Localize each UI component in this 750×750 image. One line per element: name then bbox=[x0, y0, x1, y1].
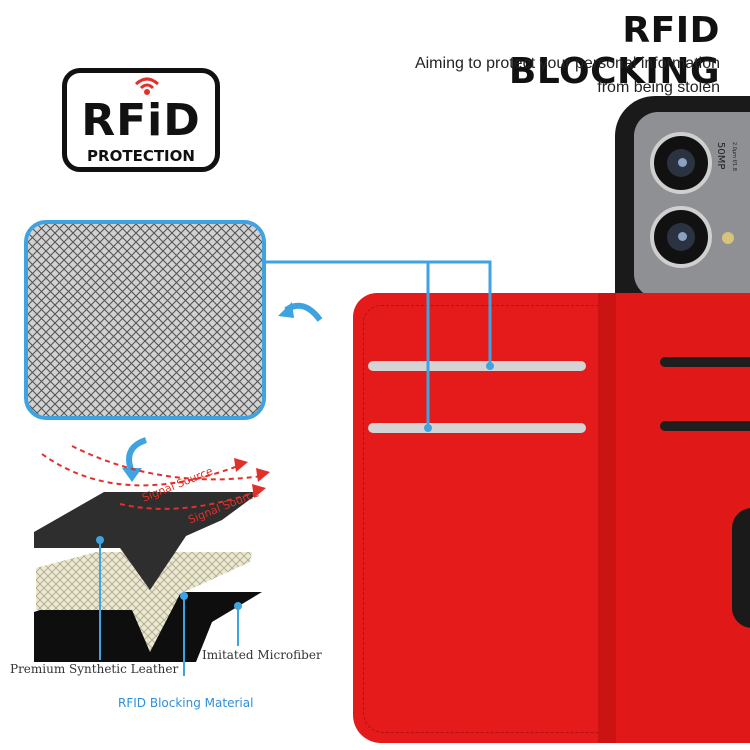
card-slot-2 bbox=[368, 423, 586, 433]
synthetic-leather-layer bbox=[34, 492, 260, 590]
curved-arrow-left-icon bbox=[278, 302, 323, 322]
camera-lens-2 bbox=[650, 206, 712, 268]
rfid-blocking-layer bbox=[36, 552, 252, 652]
subtitle-line-1: Aiming to protect your personal informat… bbox=[414, 55, 720, 72]
mesh-pattern bbox=[28, 224, 262, 416]
subtitle-line-2: from being stolen bbox=[597, 79, 720, 96]
wallet-stitch bbox=[363, 305, 750, 733]
leather-layer-label: Premium Synthetic Leather bbox=[10, 662, 179, 676]
card-slot-3 bbox=[660, 357, 750, 367]
wallet-right-panel bbox=[616, 293, 750, 743]
wireless-signal-icon bbox=[134, 77, 160, 95]
rfid-logo-text: RFiD bbox=[81, 95, 201, 146]
card-slot-4 bbox=[660, 421, 750, 431]
rfid-mesh-swatch bbox=[24, 220, 266, 420]
curved-arrow-down-icon bbox=[122, 437, 148, 482]
page-subtitle: Aiming to protect your personal informat… bbox=[340, 52, 720, 100]
magnetic-clasp bbox=[732, 508, 750, 628]
camera-module: 50MP 2.0μm f/1.8 bbox=[634, 112, 750, 298]
layer-diagram bbox=[34, 445, 270, 676]
rfid-protection-badge: RFiD PROTECTION bbox=[62, 68, 220, 172]
blocking-layer-label: RFID Blocking Material bbox=[118, 696, 254, 710]
protection-text: PROTECTION bbox=[87, 147, 195, 165]
flash-light bbox=[722, 232, 734, 244]
microfiber-layer-label: Imitated Microfiber bbox=[202, 648, 322, 662]
wallet-fold bbox=[598, 293, 616, 743]
camera-lens-1 bbox=[650, 132, 712, 194]
page-title: RFID BLOCKING bbox=[508, 10, 720, 92]
card-slot-1 bbox=[368, 361, 586, 371]
